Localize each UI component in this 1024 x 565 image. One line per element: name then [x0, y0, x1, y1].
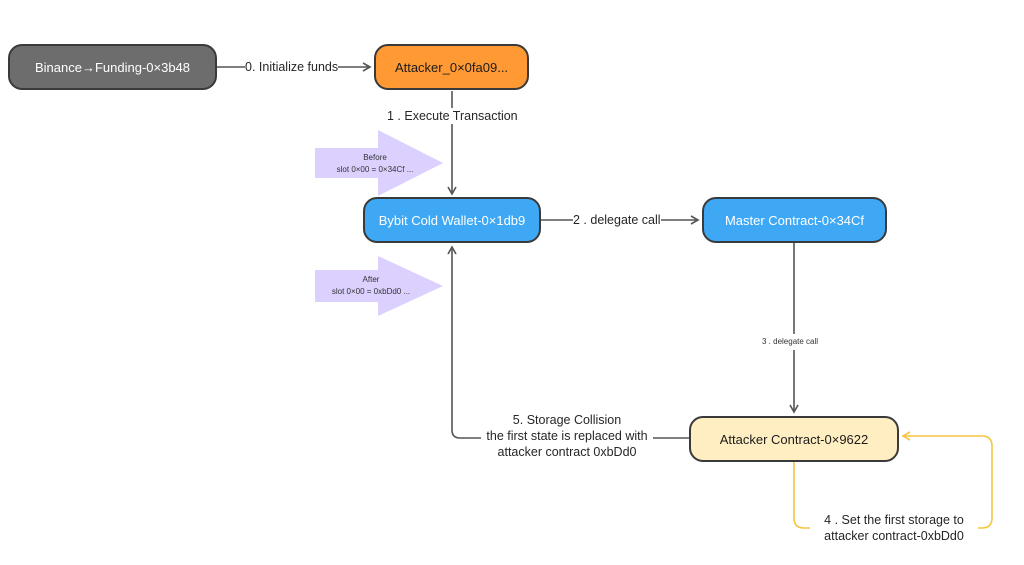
edge-set-first-storage-loop [793, 431, 993, 529]
set-first-storage-line-2: attacker contract-0xbDd0 [824, 529, 964, 543]
node-attacker: Attacker_0×0fa09... [374, 44, 529, 90]
edge-label-initialize-funds: 0. Initialize funds [245, 59, 339, 75]
after-callout-arrow [315, 256, 443, 316]
node-bybit-cold-wallet-label: Bybit Cold Wallet-0×1db9 [378, 212, 526, 228]
after-callout-text: After slot 0×00 = 0xbDd0 ... [306, 274, 436, 298]
node-attacker-label: Attacker_0×0fa09... [394, 59, 509, 75]
node-attacker-contract-label: Attacker Contract-0×9622 [719, 431, 869, 447]
node-master-contract: Master Contract-0×34Cf [702, 197, 887, 243]
node-bybit-cold-wallet: Bybit Cold Wallet-0×1db9 [363, 197, 541, 243]
node-binance-funding-label: Binance→Funding-0×3b48 [34, 59, 191, 75]
edge-label-set-first-storage: 4 . Set the first storage to attacker co… [810, 512, 978, 544]
node-binance-funding: Binance→Funding-0×3b48 [8, 44, 217, 90]
before-callout-text: Before slot 0×00 = 0×34Cf ... [310, 152, 440, 176]
storage-collision-line-2: the first state is replaced with [486, 429, 648, 443]
storage-collision-line-1: 5. Storage Collision [512, 413, 622, 427]
before-callout-value: slot 0×00 = 0×34Cf ... [336, 165, 414, 174]
storage-collision-line-3: attacker contract 0xbDd0 [497, 445, 637, 459]
edge-label-delegate-call-2: 2 . delegate call [573, 212, 661, 228]
after-callout-title: After [362, 275, 380, 284]
set-first-storage-line-1: 4 . Set the first storage to [824, 513, 964, 527]
node-attacker-contract: Attacker Contract-0×9622 [689, 416, 899, 462]
edge-label-execute-transaction: 1 . Execute Transaction [387, 108, 518, 124]
edge-label-storage-collision: 5. Storage Collision the first state is … [481, 412, 653, 460]
edge-storage-collision [447, 245, 689, 439]
after-callout-value: slot 0×00 = 0xbDd0 ... [331, 287, 411, 296]
before-callout-title: Before [363, 153, 387, 162]
before-callout-arrow [315, 130, 443, 196]
node-master-contract-label: Master Contract-0×34Cf [724, 212, 865, 228]
edge-label-delegate-call-3: 3 . delegate call [762, 334, 819, 350]
